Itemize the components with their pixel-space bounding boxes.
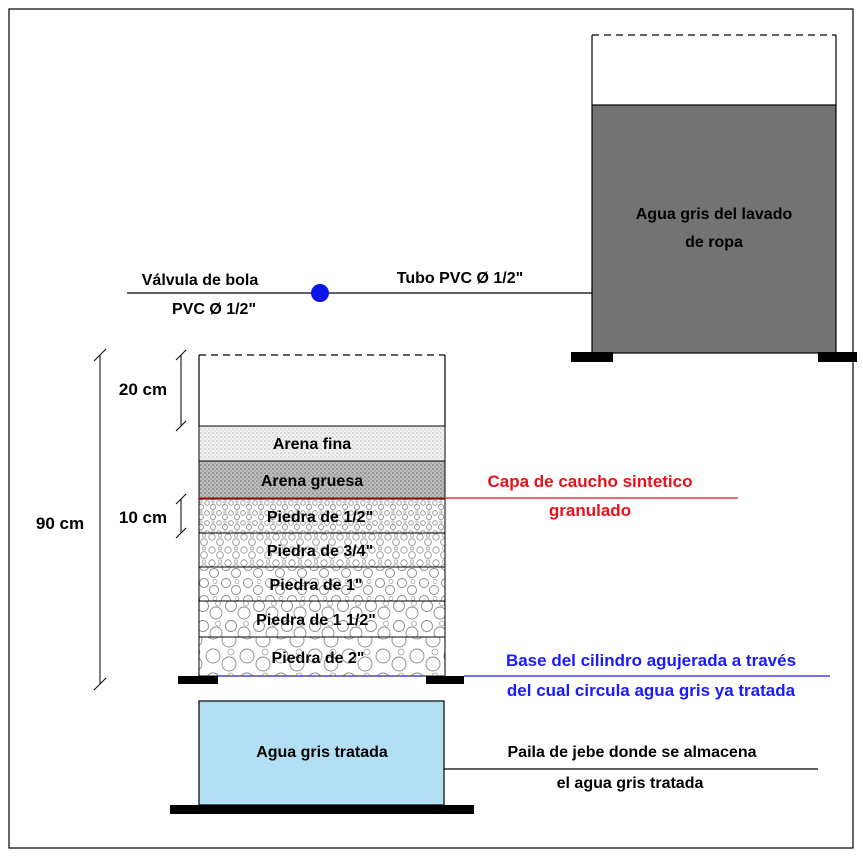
- filter-foot-left: [178, 676, 218, 684]
- dim-tick: [175, 420, 187, 432]
- dim-20cm-label: 20 cm: [119, 380, 167, 399]
- treated-water-basin: Agua gris tratada Paila de jebe donde se…: [170, 700, 818, 814]
- dim-10cm-bg: [108, 506, 178, 528]
- tank-foot-right: [818, 352, 857, 362]
- layer-piedra-1-2: [198, 498, 446, 534]
- base-label-line1: Base del cilindro agujerada a través: [506, 651, 796, 670]
- layer-label: Piedra de 1 1/2": [256, 612, 376, 629]
- tank-water: [591, 104, 837, 354]
- basin-label-line2: el agua gris tratada: [557, 775, 704, 792]
- dimension-lines: [93, 348, 187, 691]
- treated-label: Agua gris tratada: [256, 744, 388, 761]
- tank-label-line2: de ropa: [685, 234, 743, 251]
- layer-piedra-2: [198, 636, 446, 677]
- layer-label: Arena fina: [273, 436, 351, 453]
- basin-label-line1: Paila de jebe donde se almacena: [508, 744, 757, 761]
- base-label-line2: del cual circula agua gris ya tratada: [507, 681, 796, 700]
- dim-tick: [93, 348, 107, 362]
- layer-label: Piedra de 2": [272, 650, 365, 667]
- dim-10cm-label: 10 cm: [119, 508, 167, 527]
- dim-20cm-bg: [108, 378, 178, 400]
- layer-label: Piedra de 1/2": [267, 509, 373, 526]
- valve-label-line1: Válvula de bola: [142, 272, 259, 289]
- tank-label-line1: Agua gris del lavado: [636, 206, 793, 223]
- treated-water: [198, 700, 445, 806]
- filter-cylinder: Arena fina Arena gruesa Piedra de 1/2" P…: [178, 354, 464, 684]
- layer-arena-gruesa: [198, 460, 446, 500]
- dim-tick: [93, 677, 107, 691]
- layer-arena-fina: [198, 425, 446, 462]
- greywater-tank: Agua gris del lavado de ropa: [571, 34, 857, 362]
- dim-90cm-bg: [28, 512, 98, 534]
- dim-90cm-label: 90 cm: [36, 514, 84, 533]
- layer-piedra-1-1-2: [198, 600, 446, 638]
- outer-frame: [8, 8, 854, 849]
- valve-label-line2: PVC Ø 1/2": [172, 301, 256, 318]
- pipe-label: Tubo PVC Ø 1/2": [397, 270, 523, 287]
- tank-foot-left: [571, 352, 613, 362]
- dim-tick: [175, 527, 187, 539]
- ball-valve-icon: [311, 284, 329, 302]
- pipe-assembly: Tubo PVC Ø 1/2" Válvula de bola PVC Ø 1/…: [127, 270, 592, 318]
- basin-base: [170, 805, 474, 814]
- rubber-layer-callout: Capa de caucho sintetico granulado: [199, 472, 738, 520]
- layer-piedra-3-4: [198, 532, 446, 568]
- layer-piedra-1: [198, 566, 446, 602]
- rubber-label-line2: granulado: [549, 501, 631, 520]
- rubber-label-line1: Capa de caucho sintetico: [488, 472, 693, 491]
- layer-label: Arena gruesa: [261, 473, 363, 490]
- layer-label: Piedra de 1": [270, 577, 363, 594]
- dim-tick: [175, 349, 187, 361]
- base-callout: Base del cilindro agujerada a través del…: [464, 651, 830, 700]
- filter-foot-right: [426, 676, 464, 684]
- layer-label: Piedra de 3/4": [267, 543, 373, 560]
- dim-tick: [175, 493, 187, 505]
